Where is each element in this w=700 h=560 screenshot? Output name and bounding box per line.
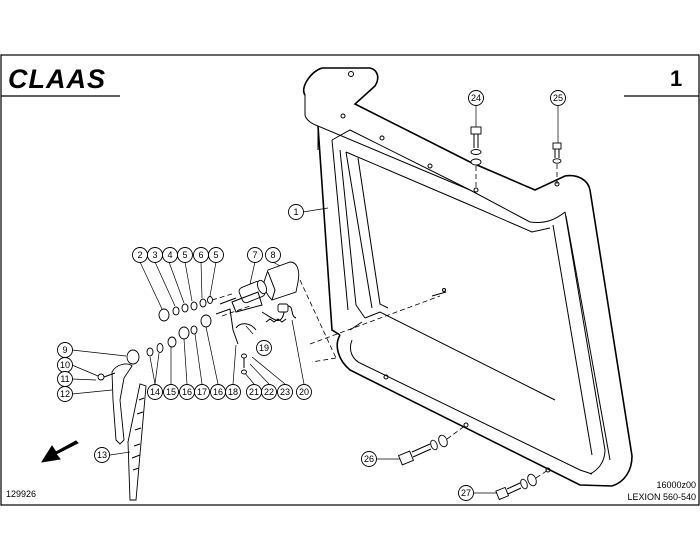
callout-22: 22: [261, 384, 277, 400]
svg-text:13: 13: [97, 450, 107, 460]
leader-lines: [71, 106, 559, 494]
svg-text:2: 2: [137, 250, 142, 260]
callout-14: 14: [147, 384, 163, 400]
svg-text:9: 9: [62, 345, 67, 355]
callout-5a: 5: [177, 247, 193, 263]
wiper-arm: [97, 349, 140, 445]
svg-text:20: 20: [299, 387, 309, 397]
svg-text:21: 21: [249, 387, 259, 397]
svg-text:15: 15: [166, 387, 176, 397]
svg-text:27: 27: [461, 488, 471, 498]
callout-25: 25: [550, 90, 566, 106]
svg-text:22: 22: [264, 387, 274, 397]
callout-18: 18: [225, 384, 241, 400]
bolt-24: [470, 126, 482, 190]
callout-1: 1: [288, 204, 304, 220]
svg-text:5: 5: [182, 250, 187, 260]
page-frame: [0, 54, 700, 506]
hardware-stack-lower: [146, 305, 251, 357]
direction-arrow-icon: [40, 440, 79, 463]
callout-2: 2: [132, 247, 148, 263]
window-frame: [303, 67, 633, 487]
svg-text:3: 3: [152, 250, 157, 260]
callout-19: 19: [256, 340, 272, 356]
svg-text:16: 16: [213, 387, 223, 397]
callout-4: 4: [162, 247, 178, 263]
callout-10: 10: [57, 357, 73, 373]
callout-8: 8: [265, 247, 281, 263]
callout-24: 24: [468, 90, 484, 106]
svg-text:11: 11: [60, 374, 69, 384]
wiper-motor-assembly: [219, 261, 447, 363]
bolt-27: [495, 469, 549, 501]
svg-text:16: 16: [182, 387, 192, 397]
small-bolts: [241, 353, 247, 375]
drawing-id: 129926: [6, 489, 36, 499]
bolt-26: [397, 424, 467, 466]
callout-13: 13: [94, 447, 110, 463]
svg-text:7: 7: [252, 250, 257, 260]
svg-text:5: 5: [213, 250, 218, 260]
callout-5b: 5: [208, 247, 224, 263]
wiper-blade: [127, 383, 147, 501]
svg-text:12: 12: [60, 389, 70, 399]
svg-text:1: 1: [293, 207, 298, 217]
callout-20: 20: [296, 384, 312, 400]
callout-17: 17: [194, 384, 210, 400]
brand-logo: CLAAS: [8, 64, 106, 94]
svg-text:25: 25: [553, 93, 563, 103]
svg-text:24: 24: [471, 93, 481, 103]
callout-15: 15: [163, 384, 179, 400]
callout-16b: 16: [210, 384, 226, 400]
svg-text:8: 8: [270, 250, 275, 260]
callout-23: 23: [277, 384, 293, 400]
svg-text:4: 4: [167, 250, 172, 260]
callout-9: 9: [57, 342, 73, 358]
callout-3: 3: [147, 247, 163, 263]
callout-7: 7: [247, 247, 263, 263]
svg-text:18: 18: [228, 387, 238, 397]
hardware-stack-upper: [158, 293, 233, 322]
callout-16a: 16: [179, 384, 195, 400]
svg-text:23: 23: [280, 387, 290, 397]
callout-21: 21: [246, 384, 262, 400]
reference-code: 16000z00: [656, 480, 696, 490]
callout-11: 11: [57, 371, 73, 387]
callout-27: 27: [458, 485, 474, 501]
callout-12: 12: [57, 386, 73, 402]
callout-6: 6: [193, 247, 209, 263]
bolt-25: [552, 142, 562, 184]
model-label: LEXION 560-540: [627, 492, 696, 502]
page-number: 1: [670, 66, 682, 91]
svg-text:14: 14: [150, 387, 160, 397]
svg-text:6: 6: [198, 250, 203, 260]
callout-26: 26: [361, 451, 377, 467]
svg-text:19: 19: [259, 343, 269, 353]
svg-text:26: 26: [364, 454, 374, 464]
svg-text:17: 17: [197, 387, 207, 397]
svg-text:10: 10: [60, 360, 70, 370]
